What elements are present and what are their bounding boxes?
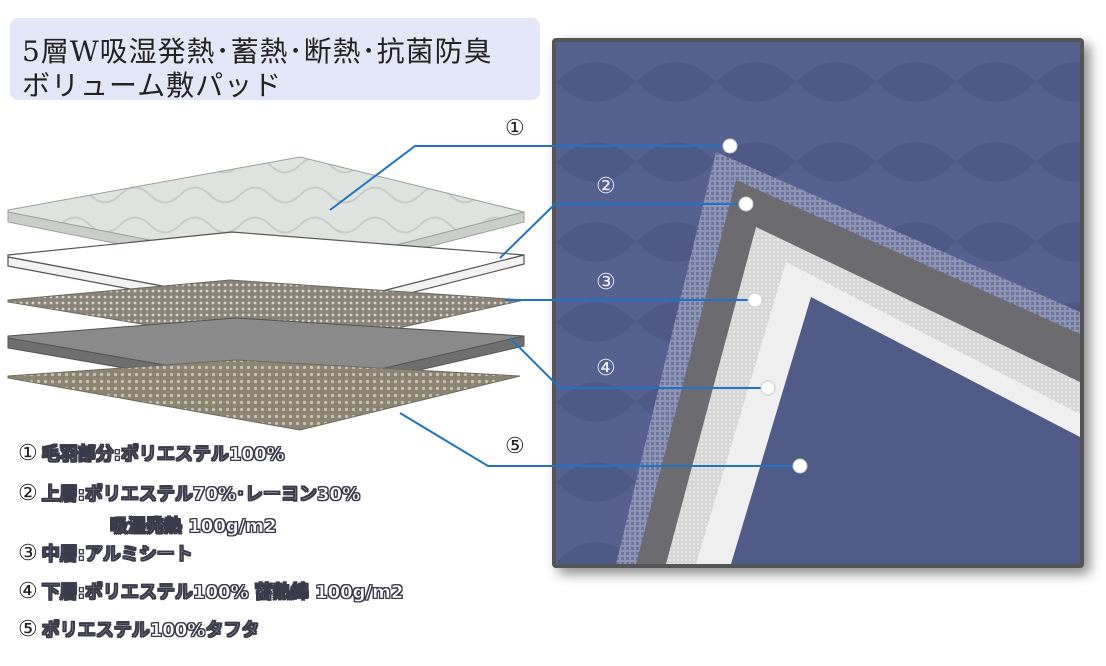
dot-2 [738, 196, 754, 212]
spec-1-text: 毛羽部分:ポリエステル100% [41, 444, 285, 466]
spec-2b: 吸湿発熱 100g/m2 [110, 512, 277, 538]
spec-2-text: 上層:ポリエステル70%･レーヨン30% [41, 484, 361, 506]
connector-2 [499, 203, 746, 259]
connector-4 [509, 337, 768, 389]
spec-5-num: ⑤ [18, 617, 38, 642]
spec-4-text: 下層:ポリエステル100% 蓄熱綿 100g/m2 [41, 582, 404, 604]
marker-1: ① [505, 116, 525, 141]
dot-1 [722, 138, 738, 154]
spec-3-num: ③ [18, 541, 38, 566]
title-line-1: 5層W吸湿発熱･蓄熱･断熱･抗菌防臭 [22, 35, 493, 68]
marker-5: ⑤ [505, 434, 525, 459]
layer-3-middle [7, 279, 525, 351]
spec-2b-text: 吸湿発熱 100g/m2 [110, 516, 277, 538]
marker-3: ③ [596, 270, 616, 295]
spec-2-num: ② [18, 481, 38, 506]
spec-5-text: ポリエステル100%タフタ [41, 620, 260, 642]
connector-1 [329, 145, 730, 211]
marker-4: ④ [596, 356, 616, 381]
title-banner [10, 18, 540, 100]
spec-4-num: ④ [18, 579, 38, 604]
spec-3-text: 中層:アルミシート [41, 544, 193, 566]
spec-1-num: ① [18, 441, 38, 466]
dot-5 [792, 458, 808, 474]
connector-5 [399, 412, 800, 467]
marker-2: ② [596, 174, 616, 199]
dot-3 [747, 292, 763, 308]
layer-5-bottom [7, 359, 521, 431]
fabric-photo [552, 38, 1084, 568]
title-line-2: ボリューム敷パッド [22, 69, 283, 102]
dot-4 [760, 380, 776, 396]
fabric-photo-art [556, 42, 1080, 564]
